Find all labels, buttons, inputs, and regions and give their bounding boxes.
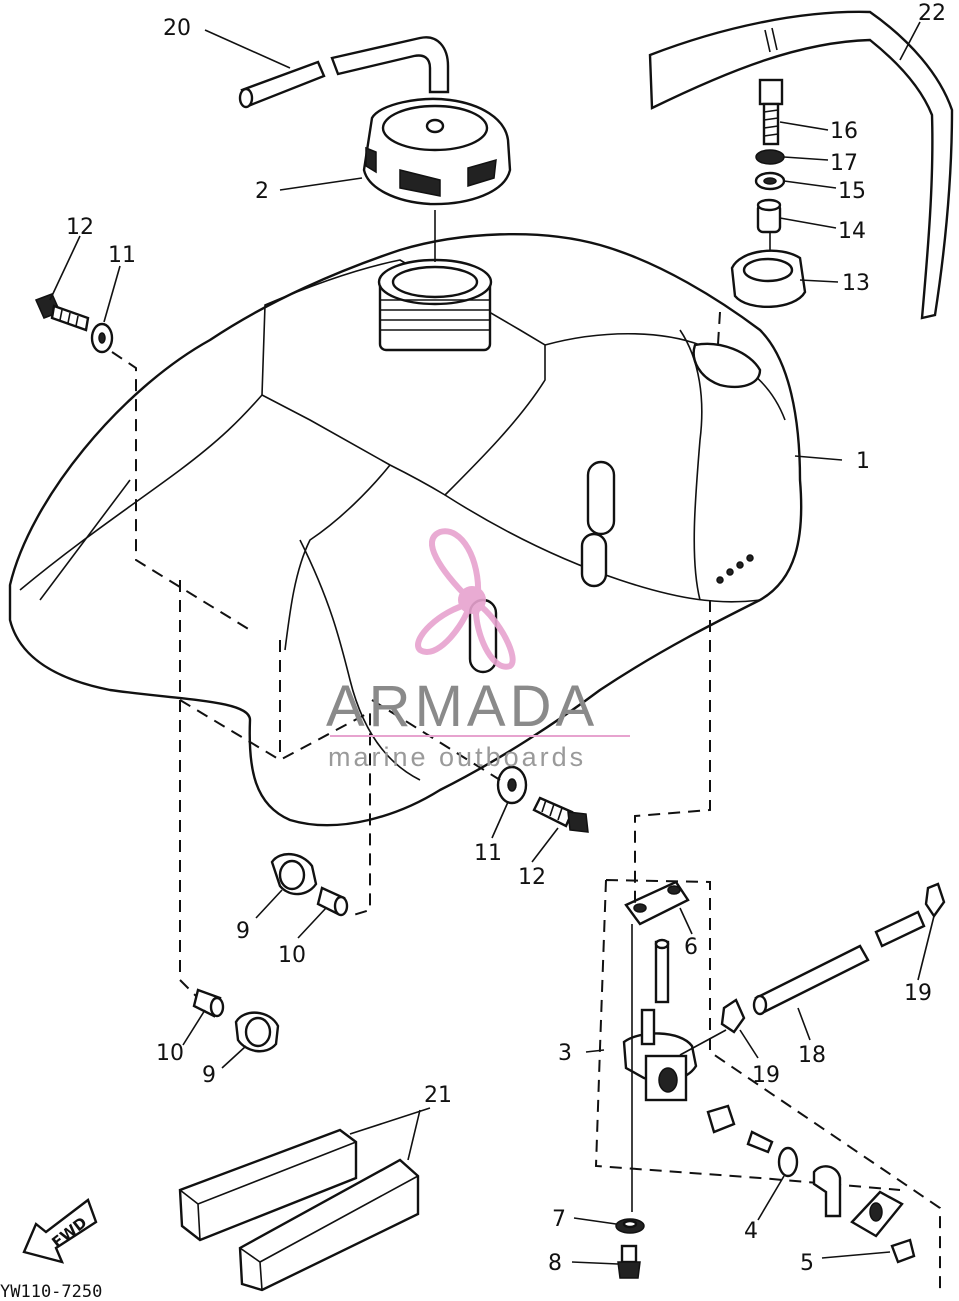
- drawing-code: YW110-7250: [0, 1282, 102, 1301]
- fwd-arrow-icon: FWD: [22, 1198, 98, 1264]
- part-19-hose-clip-upper: [924, 882, 946, 919]
- part-8-drain-screw: [617, 1244, 641, 1279]
- label-18: 18: [798, 1043, 826, 1068]
- part-10-collar-lower: [192, 988, 225, 1018]
- part-14-collar: [756, 198, 782, 234]
- part-1-fuel-tank: [8, 233, 803, 827]
- part-4-o-ring: [777, 1146, 799, 1178]
- part-22-tank-strap: [648, 10, 954, 320]
- fuel-cock-internal-parts: [706, 1104, 904, 1238]
- label-8: 8: [548, 1251, 562, 1276]
- watermark-brand: ARMADA: [326, 674, 598, 739]
- part-18-fuel-hose: [752, 910, 926, 1016]
- label-15: 15: [838, 179, 866, 204]
- part-16-bolt: [758, 78, 784, 146]
- part-7-washer: [615, 1218, 645, 1234]
- watermark-tagline: marine outboards: [328, 742, 586, 772]
- part-5-screw: [890, 1238, 916, 1264]
- label-1: 1: [856, 449, 870, 474]
- label-4: 4: [744, 1219, 758, 1244]
- part-2-fuel-cap: [362, 97, 512, 206]
- part-11-washer-upper: [90, 322, 114, 354]
- label-16: 16: [830, 119, 858, 144]
- part-19-hose-clip-lower: [720, 998, 746, 1034]
- label-3: 3: [558, 1041, 572, 1066]
- label-17: 17: [830, 151, 858, 176]
- label-10-lower: 10: [156, 1041, 184, 1066]
- label-2: 2: [255, 179, 269, 204]
- part-10-collar-upper: [316, 886, 349, 917]
- label-12-upper: 12: [66, 215, 94, 240]
- part-3-fuel-cock-assembly: [594, 879, 941, 1290]
- label-9-upper: 9: [236, 919, 250, 944]
- armada-watermark: ARMADA marine outboards: [326, 528, 630, 772]
- leader-lines: [49, 21, 935, 1265]
- label-5: 5: [800, 1251, 814, 1276]
- part-12-bolt-lower: [532, 796, 589, 833]
- part-9-damper-upper: [270, 853, 318, 896]
- part-21-foam-pads: [178, 1128, 420, 1292]
- label-13: 13: [842, 271, 870, 296]
- part-6-gasket: [624, 880, 690, 926]
- label-19-lower: 19: [752, 1063, 780, 1088]
- label-21: 21: [424, 1083, 452, 1108]
- label-19-upper: 19: [904, 981, 932, 1006]
- label-14: 14: [838, 219, 866, 244]
- label-12-lower: 12: [518, 865, 546, 890]
- part-13-grommet: [730, 249, 807, 308]
- label-20: 20: [163, 16, 191, 41]
- propeller-icon: [415, 528, 516, 670]
- label-7: 7: [552, 1207, 566, 1232]
- part-12-bolt-upper: [34, 293, 90, 332]
- part-11-washer-lower: [496, 765, 528, 805]
- part-9-damper-lower: [234, 1011, 280, 1053]
- part-17-lock-washer: [755, 149, 785, 165]
- label-6: 6: [684, 935, 698, 960]
- part-15-washer: [754, 171, 786, 191]
- label-10-upper: 10: [278, 943, 306, 968]
- label-9-lower: 9: [202, 1063, 216, 1088]
- assembly-lines: [111, 210, 771, 1212]
- label-11-lower: 11: [474, 841, 502, 866]
- label-11-upper: 11: [108, 243, 136, 268]
- part-20-breather-hose: [238, 36, 450, 109]
- label-22: 22: [918, 1, 946, 26]
